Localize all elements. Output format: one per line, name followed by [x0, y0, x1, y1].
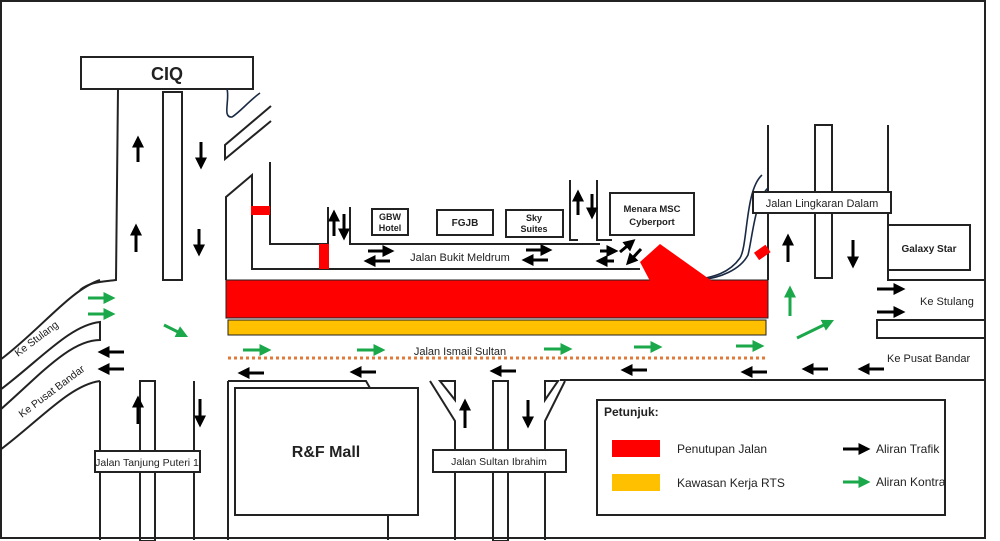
legend-label-closure: Penutupan Jalan [677, 442, 767, 456]
road-closure-ismail-sultan [225, 279, 769, 319]
svg-text:R&F Mall: R&F Mall [292, 444, 360, 461]
road-label-sultan-ibrahim: Jalan Sultan Ibrahim [432, 449, 567, 473]
legend-label-traffic: Aliran Trafik [876, 442, 940, 456]
ciq-box: CIQ [80, 56, 254, 90]
svg-text:GBW: GBW [379, 212, 402, 222]
contra-flow-arrows [88, 285, 835, 356]
legend-title: Petunjuk: [604, 405, 659, 419]
galaxy-star-box: Galaxy Star [887, 224, 971, 271]
rf-mall-box: R&F Mall [234, 387, 419, 516]
road-closure-bukit-meldrum [319, 244, 329, 269]
arrow-diagonal-icon [163, 323, 189, 338]
svg-text:Hotel: Hotel [379, 223, 402, 233]
svg-text:Jalan Tanjung Puteri 1: Jalan Tanjung Puteri 1 [95, 457, 199, 469]
road-label-tanjung-puteri: Jalan Tanjung Puteri 1 [94, 450, 201, 473]
svg-text:Cyberport: Cyberport [629, 217, 675, 228]
rts-work-zone [227, 319, 767, 336]
road-label-ke-pusat-bandar-right: Ke Pusat Bandar [887, 353, 971, 365]
road-label-bukit-meldrum: Jalan Bukit Meldrum [410, 252, 510, 264]
svg-text:Sky: Sky [526, 213, 542, 223]
menara-msc-box: Menara MSC Cyberport [609, 192, 695, 236]
gbw-hotel-box: GBW Hotel [371, 208, 409, 236]
fgjb-box: FGJB [436, 209, 494, 236]
svg-text:Jalan Lingkaran Dalam: Jalan Lingkaran Dalam [766, 198, 879, 210]
road-label-lingkaran-dalam: Jalan Lingkaran Dalam [752, 191, 892, 214]
svg-text:Menara MSC: Menara MSC [623, 204, 680, 215]
svg-text:Jalan Sultan Ibrahim: Jalan Sultan Ibrahim [451, 456, 547, 468]
sky-suites-box: Sky Suites [505, 209, 564, 238]
road-closure-menara-access [640, 244, 712, 281]
ciq-label: CIQ [151, 64, 183, 84]
legend: Petunjuk: Penutupan Jalan Kawasan Kerja … [596, 399, 946, 516]
legend-swatch-closure [612, 440, 660, 457]
svg-text:FGJB: FGJB [452, 218, 479, 229]
arrow-diagonal-icon [619, 239, 636, 254]
traffic-flow-arrows [97, 135, 906, 429]
svg-text:Galaxy Star: Galaxy Star [901, 244, 956, 255]
arrow-diagonal-icon [796, 319, 835, 340]
road-label-ke-stulang-right: Ke Stulang [920, 296, 974, 308]
road-label-ismail-sultan: Jalan Ismail Sultan [414, 346, 506, 358]
svg-text:Suites: Suites [520, 224, 547, 234]
arrow-diagonal-icon [625, 247, 643, 266]
road-closure-ciq-link [251, 206, 270, 215]
legend-label-rts: Kawasan Kerja RTS [677, 476, 785, 490]
legend-label-contra: Aliran Kontra [876, 475, 946, 489]
legend-swatch-rts [612, 474, 660, 491]
road-closure-lingkaran-slip [753, 244, 771, 261]
